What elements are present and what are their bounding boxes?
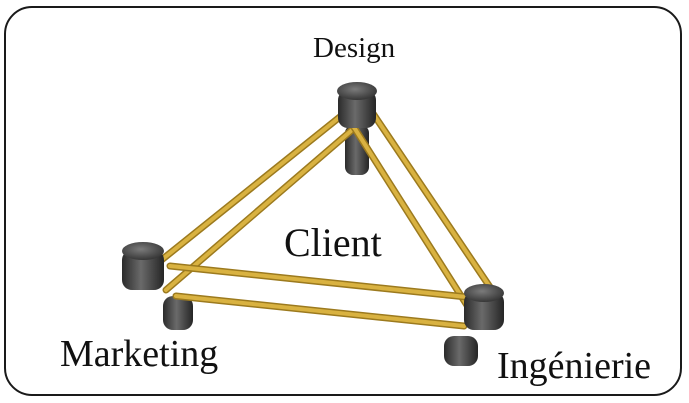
- peg-top: [337, 82, 377, 128]
- node-label-client: Client: [284, 223, 382, 263]
- node-label-marketing: Marketing: [60, 335, 218, 373]
- peg-right: [464, 284, 504, 330]
- peg-left: [122, 242, 164, 290]
- triangle-rods: [154, 110, 496, 326]
- node-label-ingenierie: Ingénierie: [497, 347, 651, 385]
- node-label-design: Design: [313, 34, 395, 63]
